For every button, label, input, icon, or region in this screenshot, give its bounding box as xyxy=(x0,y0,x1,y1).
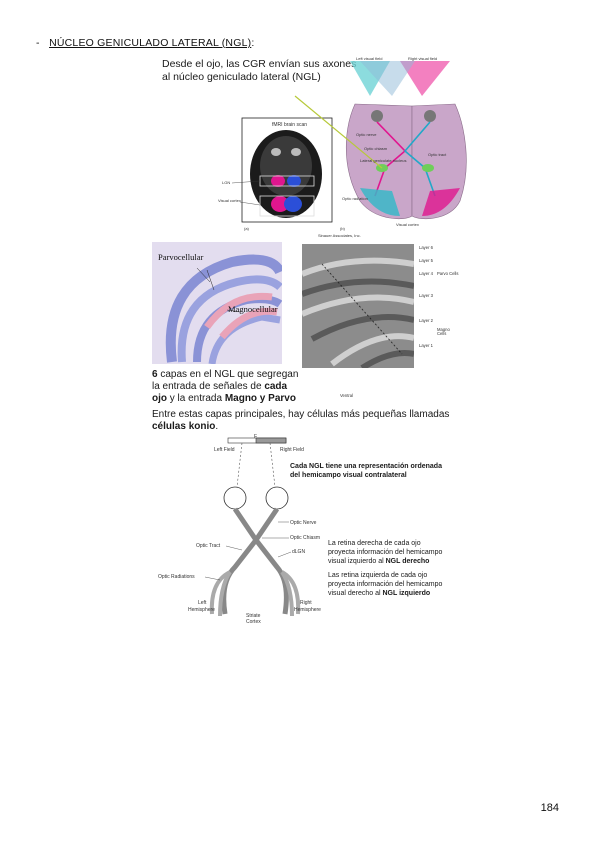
left-hemisphere-label-2: Hemisphere xyxy=(188,607,215,613)
fig3-title-line2: del hemicampo visual contralateral xyxy=(290,472,407,479)
mri-title: fMRI brain scan xyxy=(272,122,307,128)
mri-lgn-label: LGN xyxy=(222,180,230,185)
ojo-bold: ojo xyxy=(152,393,167,404)
konio-bold: células konio xyxy=(152,421,216,432)
optic-chiasm-label: Optic Chiasm xyxy=(290,535,320,541)
layers-description: 6 capas en el NGL que segregan la entrad… xyxy=(152,369,298,405)
label-a: (a) xyxy=(244,226,250,231)
left-hemisphere-label-1: Left xyxy=(198,600,207,606)
credit: Sinauer Associates, Inc. xyxy=(318,233,361,238)
p2-line2: proyecta información del hemicampo xyxy=(328,581,443,588)
p1-line2: proyecta información del hemicampo xyxy=(328,549,443,556)
layer-4-label: Layer 4 xyxy=(419,271,433,276)
cada-bold: cada xyxy=(264,381,288,392)
optic-nerve-label: Optic nerve xyxy=(356,132,377,137)
right-hemisphere-label-1: Right xyxy=(300,600,312,606)
mri-lgn-right xyxy=(287,175,301,187)
left-visual-field-label: Left visual field xyxy=(356,56,382,61)
optic-tract-label: Optic tract xyxy=(428,152,447,157)
visual-cortex-label: Visual cortex xyxy=(396,222,419,227)
layers-micrograph xyxy=(300,244,415,371)
layer-6-label: Layer 6 xyxy=(419,245,433,250)
lgn-right xyxy=(422,164,434,172)
konio-description: Entre estas capas principales, hay célul… xyxy=(152,409,452,433)
layer-1-label: Layer 1 xyxy=(419,343,433,348)
bullet: - xyxy=(36,37,40,49)
section-heading: - NÚCLEO GENICULADO LATERAL (NGL): xyxy=(36,37,254,49)
left-field-label: Left Field xyxy=(214,447,235,453)
fig3-title-line1: Cada NGL tiene una representación ordena… xyxy=(290,463,442,470)
layers-line2: la entrada de señales de xyxy=(152,381,265,392)
title-colon: : xyxy=(251,37,255,49)
six-bold: 6 xyxy=(152,369,158,380)
page-number: 184 xyxy=(540,802,559,814)
layers-line1: capas en el NGL que segregan xyxy=(157,369,299,380)
layer-labels: Layer 6 Layer 5 Layer 4 Parvo Cells Laye… xyxy=(419,244,459,394)
right-eye xyxy=(265,486,289,510)
layer-5-label: Layer 5 xyxy=(419,258,433,263)
striate-label-1: Striate xyxy=(246,613,261,619)
label-b: (b) xyxy=(340,226,346,231)
right-field-label: Right Field xyxy=(280,447,304,453)
right-eye xyxy=(424,110,436,122)
optic-tract-label: Optic Tract xyxy=(196,543,221,549)
layer-3-label: Layer 3 xyxy=(419,293,433,298)
lgn-label: Lateral geniculate nucleus xyxy=(360,158,406,163)
optic-chiasm-label: Optic chiasm xyxy=(364,146,388,151)
parvo-cells-label: Parvo Cells xyxy=(437,271,459,276)
fig1-caption-line1: Desde el ojo, las CGR envían sus axones xyxy=(162,58,357,70)
konio-period: . xyxy=(215,421,219,432)
layers-line3: y la entrada xyxy=(167,393,225,404)
striate-label-2: Cortex xyxy=(246,619,261,625)
fig3-title: Cada NGL tiene una representación ordena… xyxy=(290,462,442,480)
ngl-derecho-bold: NGL derecho xyxy=(385,558,430,565)
fig1-caption: Desde el ojo, las CGR envían sus axones … xyxy=(162,58,356,84)
right-hemisphere-label-2: Hemisphere xyxy=(294,607,321,613)
figure-visual-pathway: F Left Field Right Field Optic Nerve Opt… xyxy=(150,432,456,628)
layer-2-label: Layer 2 xyxy=(419,318,433,323)
fig1-drawing: fMRI brain scan LGN Visual cortex (a) Le… xyxy=(218,56,467,238)
fig1-caption-line2: al núcleo geniculado lateral (NGL) xyxy=(162,71,321,83)
optic-nerve-label: Optic Nerve xyxy=(290,520,317,526)
histology-image: Parvocellular Magnocellular xyxy=(152,242,285,365)
right-visual-field-label: Right visual field xyxy=(408,56,437,61)
p1-line3: visual izquierdo al xyxy=(328,558,386,565)
ngl-izquierdo-bold: NGL izquierdo xyxy=(382,590,431,597)
left-eye xyxy=(223,486,247,510)
p2-line3: visual derecho al xyxy=(328,590,383,597)
optic-radiations-label: Optic Radiations xyxy=(158,574,195,580)
fig3-paragraph-2: Las retina izquierda de cada ojo proyect… xyxy=(328,571,442,598)
optic-radiation-label: Optic radiation xyxy=(342,196,368,201)
left-eye xyxy=(371,110,383,122)
mri-lgn-left xyxy=(271,175,285,187)
p2-line1: Las retina izquierda de cada ojo xyxy=(328,572,428,579)
fig3-paragraph-1: La retina derecha de cada ojo proyecta i… xyxy=(328,539,442,566)
konio-line1: Entre estas capas principales, hay célul… xyxy=(152,409,450,420)
fig3-drawing: F Left Field Right Field Optic Nerve Opt… xyxy=(158,434,321,625)
dlgn-label: dLGN xyxy=(292,549,305,555)
section-title: NÚCLEO GENICULADO LATERAL (NGL) xyxy=(49,37,252,49)
p1-line1: La retina derecha de cada ojo xyxy=(328,540,421,547)
magno-cells-label: Magno Cells xyxy=(437,327,450,336)
mri-visual-cortex-label: Visual cortex xyxy=(218,198,241,203)
magnocellular-label: Magnocellular xyxy=(228,304,278,314)
magno-parvo-bold: Magno y Parvo xyxy=(224,393,296,404)
f-label: F xyxy=(254,434,257,440)
ventral-label: Ventral xyxy=(340,393,354,398)
parvocellular-label: Parvocellular xyxy=(158,252,204,262)
figure-ngl-pathway: Desde el ojo, las CGR envían sus axones … xyxy=(160,56,470,238)
